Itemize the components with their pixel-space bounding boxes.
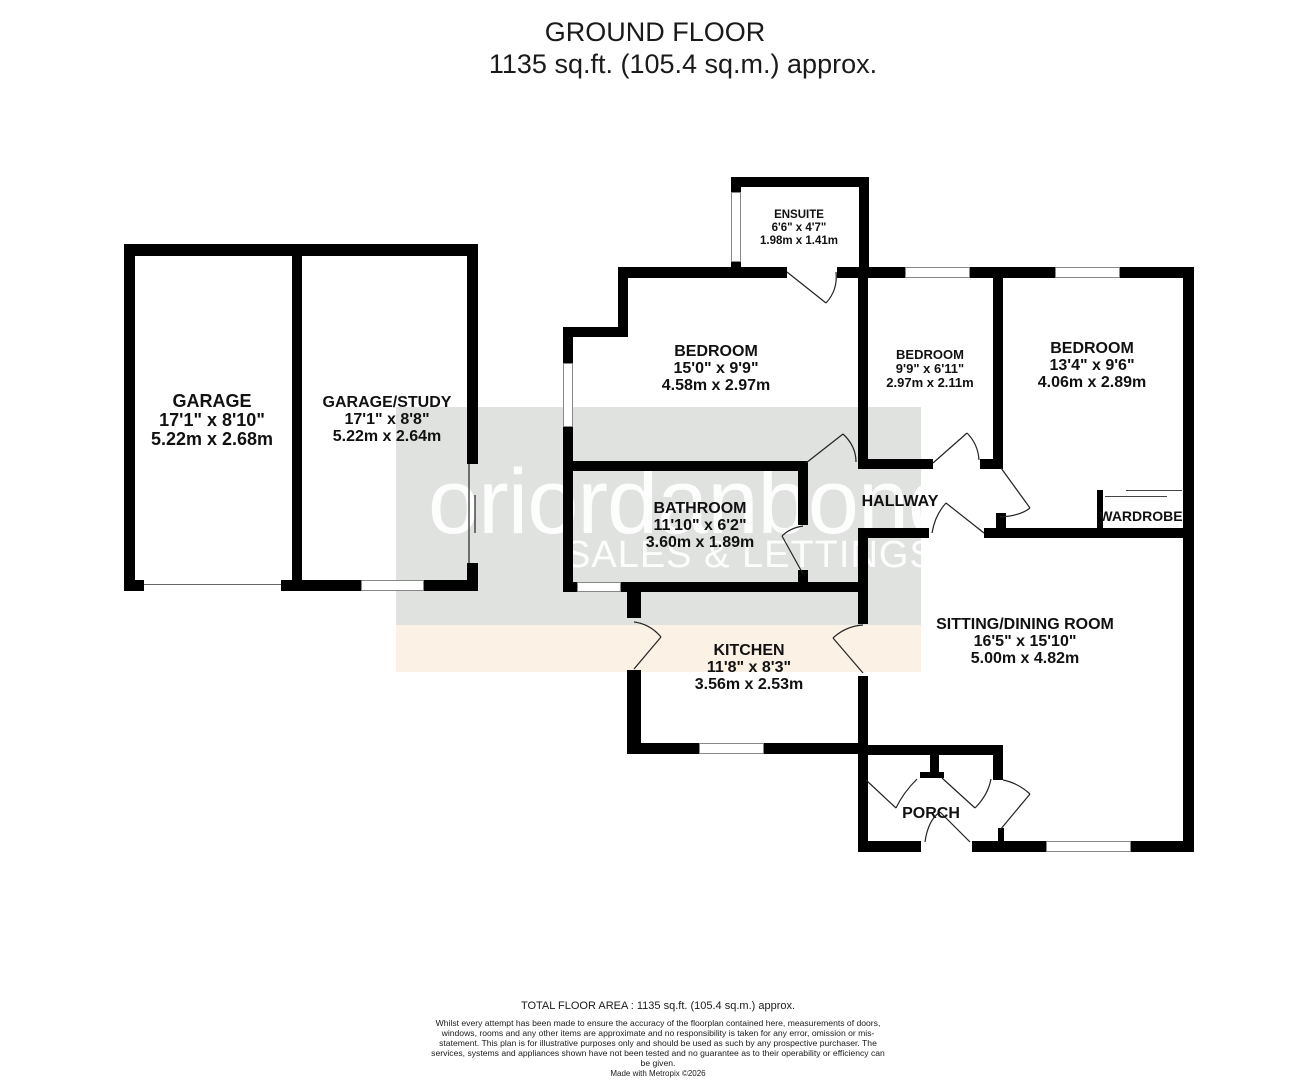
credit: Made with Metropix ©2026 xyxy=(610,1069,706,1078)
floor-title: GROUND FLOOR xyxy=(544,17,766,47)
room-name: BEDROOM xyxy=(896,347,964,362)
room-name: PORCH xyxy=(902,805,960,822)
room-metric: 3.56m x 2.53m xyxy=(694,676,804,693)
room-imperial: 13'4" x 9'6" xyxy=(1049,357,1135,374)
room-metric: 1.98m x 1.41m xyxy=(759,235,839,247)
room-name: HALLWAY xyxy=(861,493,939,510)
room-name: ENSUITE xyxy=(774,209,824,221)
room-garage-study: GARAGE/STUDY 17'1" x 8'8" 5.22m x 2.64m xyxy=(323,394,452,445)
room-wardrobe: WARDROBE xyxy=(1099,509,1182,523)
room-name: WARDROBE xyxy=(1099,508,1183,524)
room-imperial: 9'9" x 6'11" xyxy=(895,361,965,376)
room-bedroom-3: BEDROOM 13'4" x 9'6" 4.06m x 2.89m xyxy=(1038,340,1147,391)
room-name: BEDROOM xyxy=(674,343,758,360)
room-sitting-dining: SITTING/DINING ROOM 16'5" x 15'10" 5.00m… xyxy=(936,616,1114,667)
room-name: KITCHEN xyxy=(713,642,785,659)
disclaimer: Whilst every attempt has been made to en… xyxy=(431,1018,885,1068)
floor-area: 1135 sq.ft. (105.4 sq.m.) approx. xyxy=(488,49,878,79)
room-metric: 4.06m x 2.89m xyxy=(1037,374,1147,391)
room-metric: 2.97m x 2.11m xyxy=(886,375,974,390)
room-imperial: 6'6" x 4'7" xyxy=(771,222,827,234)
room-name: GARAGE/STUDY xyxy=(322,394,452,411)
room-name: GARAGE xyxy=(172,391,252,411)
room-imperial: 15'0" x 9'9" xyxy=(673,360,759,377)
room-name: BEDROOM xyxy=(1050,340,1134,357)
room-imperial: 11'10" x 6'2" xyxy=(653,517,747,534)
room-metric: 5.22m x 2.68m xyxy=(150,429,274,449)
room-hallway: HALLWAY xyxy=(862,493,939,510)
room-bathroom: BATHROOM 11'10" x 6'2" 3.60m x 1.89m xyxy=(646,500,755,551)
total-floor-area: TOTAL FLOOR AREA : 1135 sq.ft. (105.4 sq… xyxy=(520,1000,796,1012)
room-name: BATHROOM xyxy=(653,500,747,517)
room-imperial: 17'1" x 8'10" xyxy=(159,410,265,430)
room-metric: 4.58m x 2.97m xyxy=(661,377,771,394)
watermark-tagline: SALES & LETTINGS xyxy=(565,534,936,576)
room-metric: 5.00m x 4.82m xyxy=(970,650,1080,667)
watermark-band xyxy=(396,625,921,672)
room-name: SITTING/DINING ROOM xyxy=(936,616,1114,633)
room-bedroom-1: BEDROOM 15'0" x 9'9" 4.58m x 2.97m xyxy=(662,343,771,394)
room-metric: 3.60m x 1.89m xyxy=(645,534,755,551)
room-garage: GARAGE 17'1" x 8'10" 5.22m x 2.68m xyxy=(151,392,273,449)
room-ensuite: ENSUITE 6'6" x 4'7" 1.98m x 1.41m xyxy=(760,209,838,248)
room-imperial: 11'8" x 8'3" xyxy=(706,659,792,676)
room-imperial: 16'5" x 15'10" xyxy=(973,633,1077,650)
room-kitchen: KITCHEN 11'8" x 8'3" 3.56m x 2.53m xyxy=(695,642,804,693)
room-imperial: 17'1" x 8'8" xyxy=(344,411,430,428)
room-porch: PORCH xyxy=(902,805,960,822)
room-metric: 5.22m x 2.64m xyxy=(332,428,442,445)
room-bedroom-2: BEDROOM 9'9" x 6'11" 2.97m x 2.11m xyxy=(886,348,973,390)
